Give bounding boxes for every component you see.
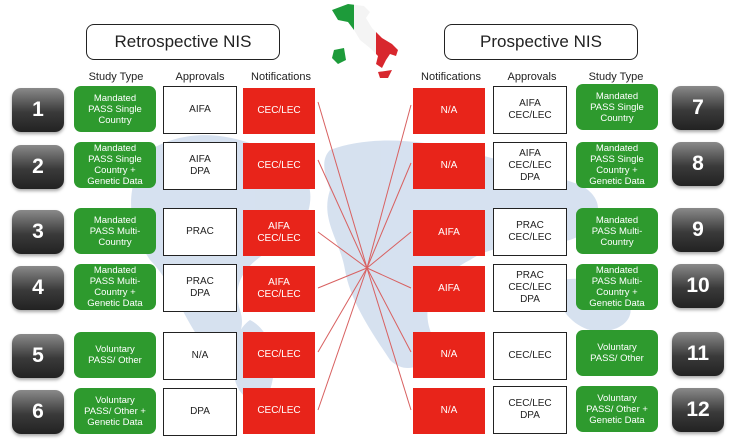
approvals-3: PRAC: [163, 208, 237, 256]
approvals-1: AIFA: [163, 86, 237, 134]
study-type-1: Mandated PASS Single Country: [74, 86, 156, 132]
notifications-5: CEC/LEC: [243, 332, 315, 378]
right-study-type-heading: Study Type: [588, 71, 644, 83]
prospective-title: Prospective NIS: [480, 32, 602, 51]
approvals-2: AIFA DPA: [163, 142, 237, 190]
notifications-1: CEC/LEC: [243, 88, 315, 134]
row-number-4: 4: [12, 266, 64, 310]
row-number-5: 5: [12, 334, 64, 378]
notifications-4: AIFA CEC/LEC: [243, 266, 315, 312]
row-number-2: 2: [12, 145, 64, 189]
notifications-3: AIFA CEC/LEC: [243, 210, 315, 256]
notifications-12: N/A: [413, 388, 485, 434]
left-approvals-heading: Approvals: [175, 71, 225, 83]
row-number-12: 12: [672, 388, 724, 432]
right-approvals-heading: Approvals: [507, 71, 557, 83]
study-type-10: Mandated PASS Multi- Country + Genetic D…: [576, 264, 658, 310]
approvals-4: PRAC DPA: [163, 264, 237, 312]
study-type-4: Mandated PASS Multi- Country + Genetic D…: [74, 264, 156, 310]
notifications-2: CEC/LEC: [243, 143, 315, 189]
row-number-8: 8: [672, 142, 724, 186]
italy-flag-map-icon: [332, 4, 398, 78]
study-type-7: Mandated PASS Single Country: [576, 84, 658, 130]
approvals-11: CEC/LEC: [493, 332, 567, 380]
approvals-6: DPA: [163, 388, 237, 436]
study-type-3: Mandated PASS Multi- Country: [74, 208, 156, 254]
approvals-10: PRAC CEC/LEC DPA: [493, 264, 567, 312]
left-study-type-heading: Study Type: [88, 71, 144, 83]
notifications-11: N/A: [413, 332, 485, 378]
row-number-10: 10: [672, 264, 724, 308]
right-notifications-heading: Notifications: [421, 71, 481, 83]
study-type-5: Voluntary PASS/ Other: [74, 332, 156, 378]
approvals-9: PRAC CEC/LEC: [493, 208, 567, 256]
approvals-12: CEC/LEC DPA: [493, 386, 567, 434]
left-notifications-heading: Notifications: [251, 71, 311, 83]
row-number-6: 6: [12, 390, 64, 434]
approvals-7: AIFA CEC/LEC: [493, 86, 567, 134]
row-number-1: 1: [12, 88, 64, 132]
notifications-9: AIFA: [413, 210, 485, 256]
row-number-9: 9: [672, 208, 724, 252]
row-number-11: 11: [672, 332, 724, 376]
study-type-12: Voluntary PASS/ Other + Genetic Data: [576, 386, 658, 432]
study-type-11: Voluntary PASS/ Other: [576, 330, 658, 376]
row-number-3: 3: [12, 210, 64, 254]
retrospective-header: Retrospective NIS: [86, 24, 280, 60]
notifications-7: N/A: [413, 88, 485, 134]
notifications-8: N/A: [413, 143, 485, 189]
notifications-10: AIFA: [413, 266, 485, 312]
retrospective-title: Retrospective NIS: [114, 32, 252, 51]
approvals-8: AIFA CEC/LEC DPA: [493, 142, 567, 190]
study-type-2: Mandated PASS Single Country + Genetic D…: [74, 142, 156, 188]
study-type-8: Mandated PASS Single Country + Genetic D…: [576, 142, 658, 188]
prospective-header: Prospective NIS: [444, 24, 638, 60]
study-type-6: Voluntary PASS/ Other + Genetic Data: [74, 388, 156, 434]
row-number-7: 7: [672, 86, 724, 130]
notifications-6: CEC/LEC: [243, 388, 315, 434]
study-type-9: Mandated PASS Multi- Country: [576, 208, 658, 254]
approvals-5: N/A: [163, 332, 237, 380]
